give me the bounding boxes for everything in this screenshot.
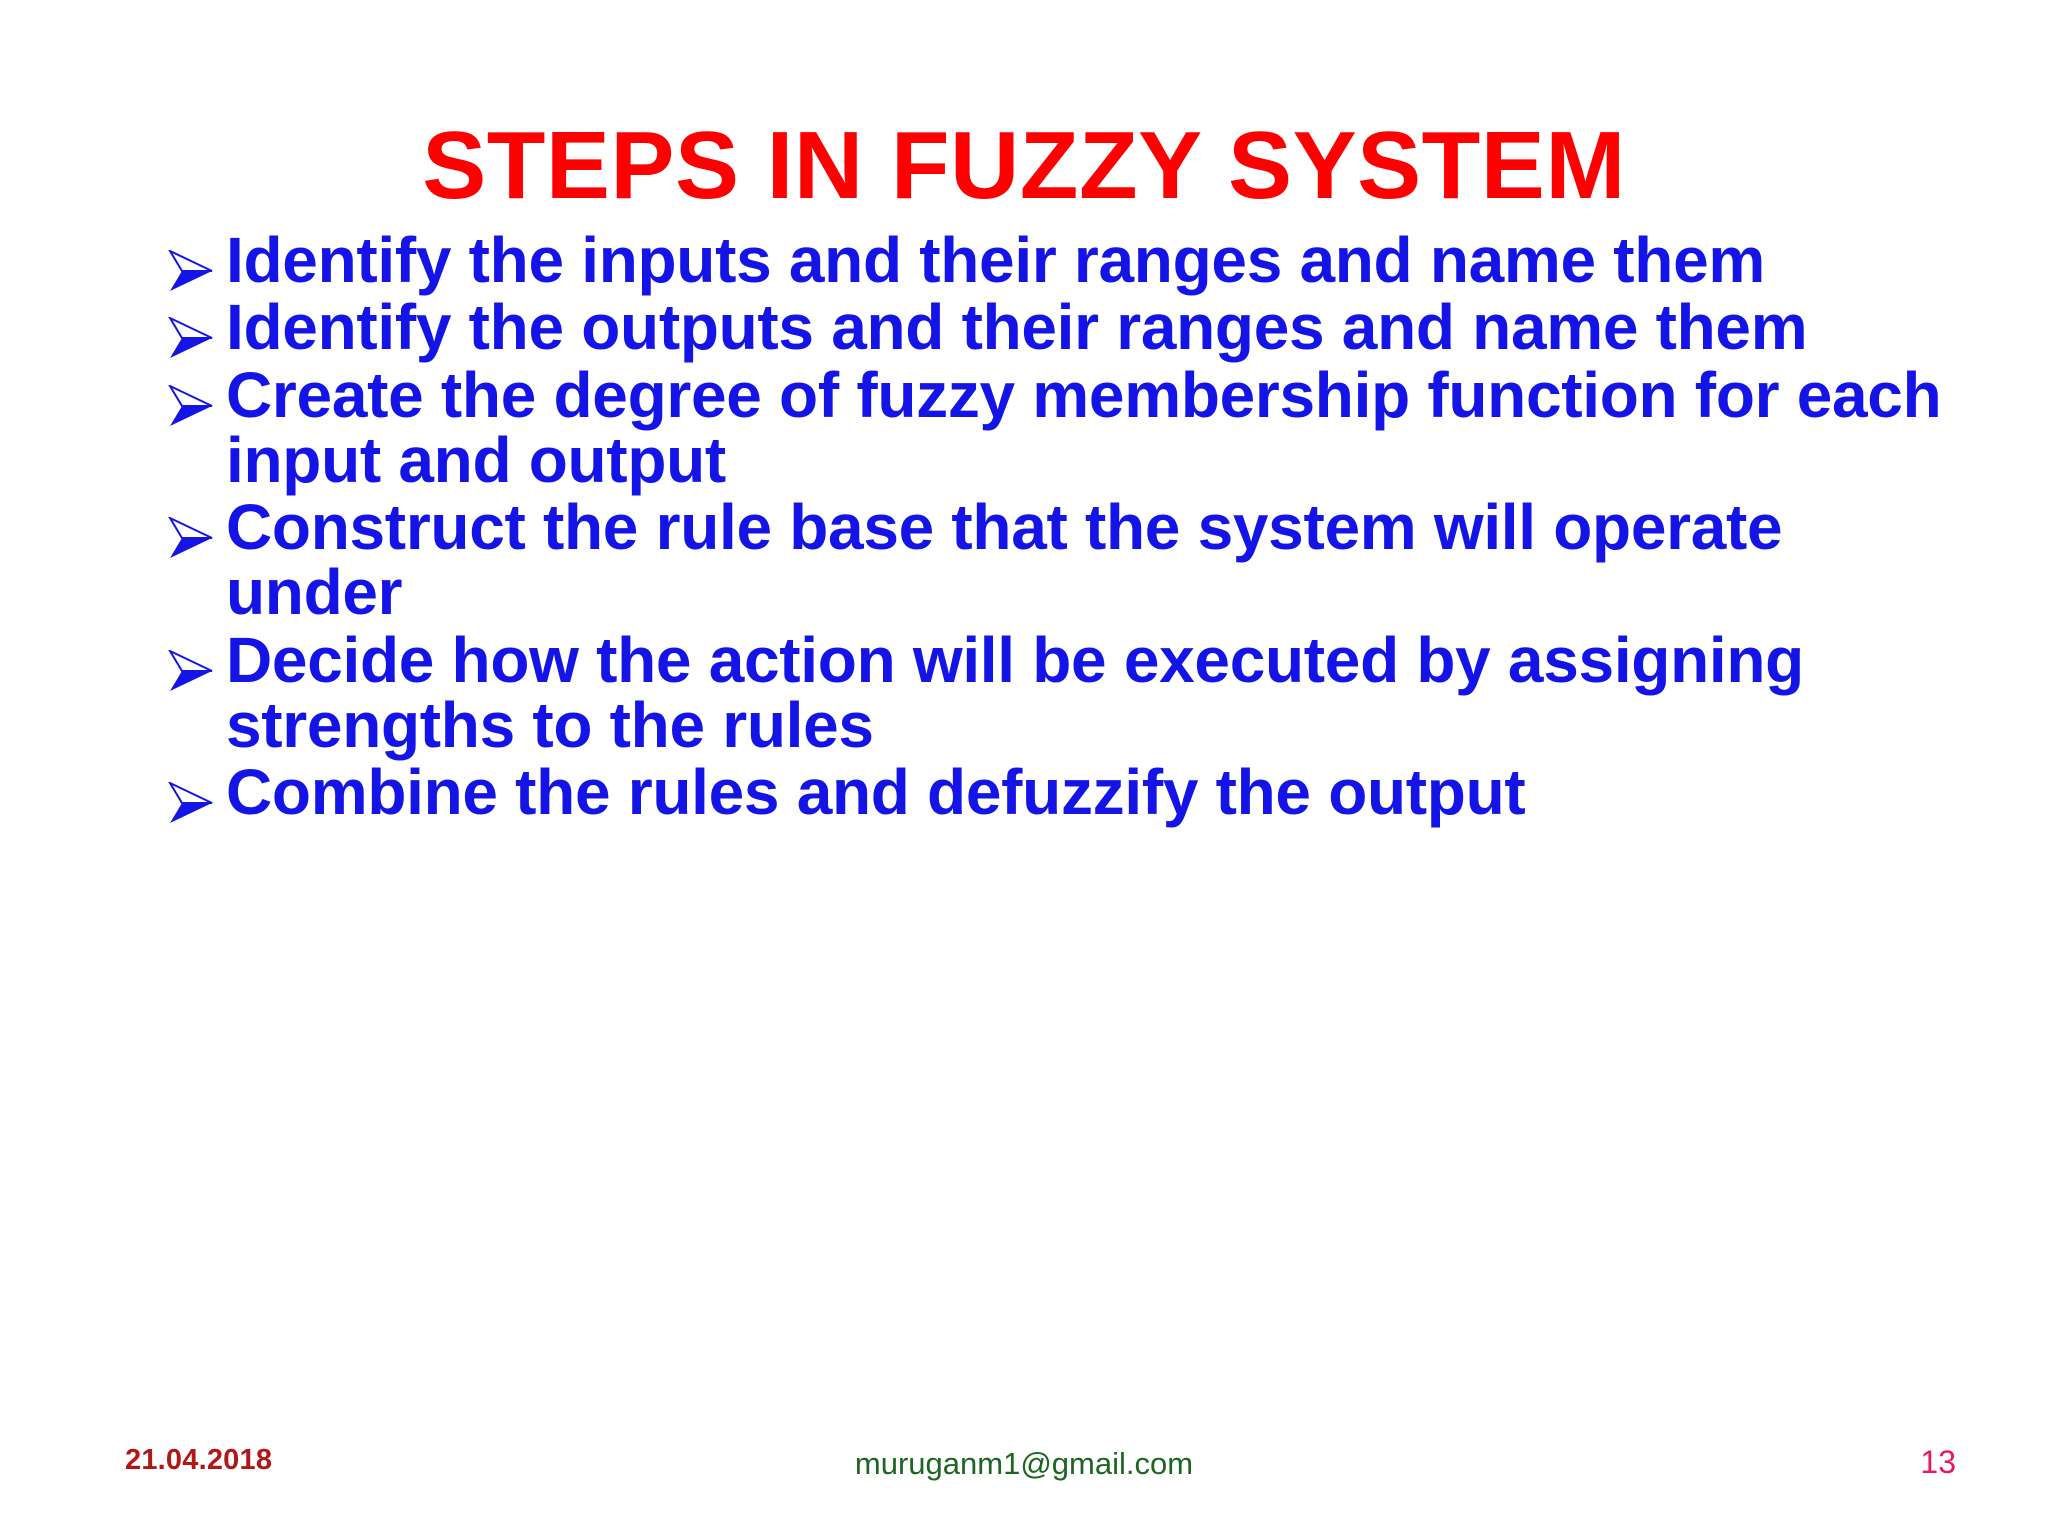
slide-footer: 21.04.2018 muruganm1@gmail.com 13 (0, 1428, 2048, 1536)
arrowhead-bullet-icon (168, 295, 226, 359)
list-item: Construct the rule base that the system … (168, 495, 1968, 626)
list-item-label: Identify the outputs and their ranges an… (226, 291, 1808, 364)
arrowhead-bullet-icon (168, 228, 226, 292)
list-item: Create the degree of fuzzy membership fu… (168, 358, 1968, 496)
list-item-label: Identify the inputs and their ranges and… (226, 224, 1766, 296)
bullet-list: Identify the inputs and their ranges and… (168, 224, 1968, 829)
page-title: STEPS IN FUZZY SYSTEM (422, 112, 1626, 220)
list-item-label: Decide how the action will be executed b… (226, 623, 1804, 761)
list-item-label: Create the degree of fuzzy membership fu… (226, 358, 1942, 496)
arrowhead-bullet-icon (168, 495, 226, 559)
list-item: Combine the rules and defuzzify the outp… (168, 756, 1968, 829)
arrowhead-bullet-icon (168, 760, 226, 824)
list-item: Identify the inputs and their ranges and… (168, 224, 1968, 296)
arrowhead-bullet-icon (168, 363, 226, 427)
footer-email: muruganm1@gmail.com (854, 1446, 1194, 1481)
arrowhead-bullet-icon (168, 628, 226, 692)
list-item-label: Combine the rules and defuzzify the outp… (226, 756, 1526, 829)
footer-date: 21.04.2018 (125, 1444, 273, 1476)
list-item: Decide how the action will be executed b… (168, 623, 1968, 761)
list-item-label: Construct the rule base that the system … (226, 491, 1783, 629)
page-number: 13 (1920, 1444, 1956, 1480)
list-item: Identify the outputs and their ranges an… (168, 291, 1968, 364)
